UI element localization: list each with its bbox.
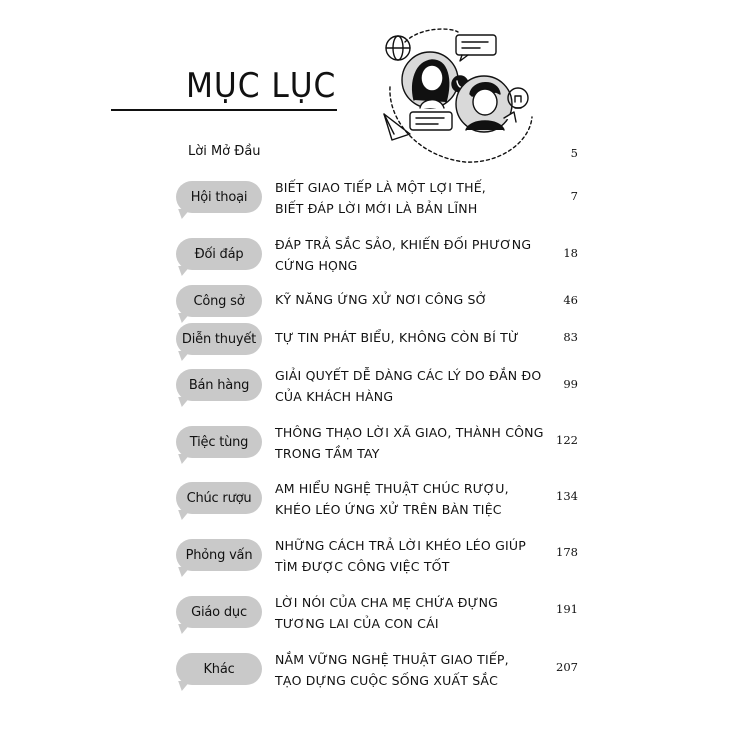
entry-title: KỸ NĂNG ỨNG XỬ NƠI CÔNG SỞ: [275, 292, 488, 307]
entry-title: GIẢI QUYẾT DỄ DÀNG CÁC LÝ DO ĐẮN ĐO CỦA …: [275, 368, 542, 404]
page-number: 18: [563, 246, 578, 260]
page-number: 207: [556, 660, 578, 674]
page-number: 46: [563, 293, 578, 307]
category-bubble: Hội thoại: [176, 181, 262, 213]
category-bubble: Công sở: [176, 285, 262, 317]
title-rule: [111, 109, 337, 111]
toc-entry-khac[interactable]: Khác NẮM VỮNG NGHỆ THUẬT GIAO TIẾP, TẠO …: [176, 652, 578, 688]
category-bubble: Giáo dục: [176, 596, 262, 628]
toc-entry-phong-van[interactable]: Phỏng vấn NHỮNG CÁCH TRẢ LỜI KHÉO LÉO GI…: [176, 538, 578, 574]
category-bubble: Chúc rượu: [176, 482, 262, 514]
entry-title: NẮM VỮNG NGHỆ THUẬT GIAO TIẾP, TẠO DỰNG …: [275, 652, 509, 688]
category-bubble: Bán hàng: [176, 369, 262, 401]
entry-title: TỰ TIN PHÁT BIỂU, KHÔNG CÒN BÍ TỪ: [275, 330, 519, 345]
page-number: 83: [563, 330, 578, 344]
entry-title: AM HIỂU NGHỆ THUẬT CHÚC RƯỢU, KHÉO LÉO Ứ…: [275, 481, 509, 517]
toc-entry-doi-dap[interactable]: Đối đáp ĐÁP TRẢ SẮC SẢO, KHIẾN ĐỐI PHƯƠN…: [176, 237, 578, 273]
conversation-illustration: [383, 28, 533, 163]
page-number: 178: [556, 545, 578, 559]
chat-bubble-icon: [455, 34, 497, 62]
category-bubble: Phỏng vấn: [176, 539, 262, 571]
page-number: 191: [556, 602, 578, 616]
page-number: 122: [556, 433, 578, 447]
intro-page-number: 5: [570, 146, 578, 160]
toc-entry-hoi-thoai[interactable]: Hội thoại BIẾT GIAO TIẾP LÀ MỘT LỢI THẾ,…: [176, 180, 578, 216]
intro-label: Lời Mở Đầu: [188, 144, 261, 159]
globe-icon: [385, 35, 411, 61]
entry-title: BIẾT GIAO TIẾP LÀ MỘT LỢI THẾ, BIẾT ĐÁP …: [275, 180, 486, 216]
lightbulb-icon: [507, 87, 529, 109]
toc-entry-chuc-ruou[interactable]: Chúc rượu AM HIỂU NGHỆ THUẬT CHÚC RƯỢU, …: [176, 481, 578, 517]
entry-title: ĐÁP TRẢ SẮC SẢO, KHIẾN ĐỐI PHƯƠNG CỨNG H…: [275, 237, 532, 273]
category-bubble: Đối đáp: [176, 238, 262, 270]
entry-title: NHỮNG CÁCH TRẢ LỜI KHÉO LÉO GIÚP TÌM ĐƯỢ…: [275, 538, 526, 574]
page-number: 99: [563, 377, 578, 391]
category-bubble: Tiệc tùng: [176, 426, 262, 458]
toc-entry-cong-so[interactable]: Công sở KỸ NĂNG ỨNG XỬ NƠI CÔNG SỞ 46: [176, 285, 578, 317]
toc-entry-giao-duc[interactable]: Giáo dục LỜI NÓI CỦA CHA MẸ CHỨA ĐỰNG TƯ…: [176, 595, 578, 631]
page-number: 7: [570, 189, 578, 203]
page-title: MỤC LỤC: [186, 66, 337, 106]
paper-plane-icon: [383, 113, 411, 141]
category-bubble: Khác: [176, 653, 262, 685]
category-bubble: Diễn thuyết: [176, 323, 262, 355]
lower-chat-bubble-icon: [409, 111, 453, 131]
entry-title: LỜI NÓI CỦA CHA MẸ CHỨA ĐỰNG TƯƠNG LAI C…: [275, 595, 499, 631]
entry-title: THÔNG THẠO LỜI XÃ GIAO, THÀNH CÔNG TRONG…: [275, 425, 544, 461]
intro-entry[interactable]: Lời Mở Đầu 5: [188, 144, 578, 164]
toc-entry-tiec-tung[interactable]: Tiệc tùng THÔNG THẠO LỜI XÃ GIAO, THÀNH …: [176, 425, 578, 461]
toc-entry-ban-hang[interactable]: Bán hàng GIẢI QUYẾT DỄ DÀNG CÁC LÝ DO ĐẮ…: [176, 368, 578, 404]
page-number: 134: [556, 489, 578, 503]
toc-entry-dien-thuyet[interactable]: Diễn thuyết TỰ TIN PHÁT BIỂU, KHÔNG CÒN …: [176, 323, 578, 355]
